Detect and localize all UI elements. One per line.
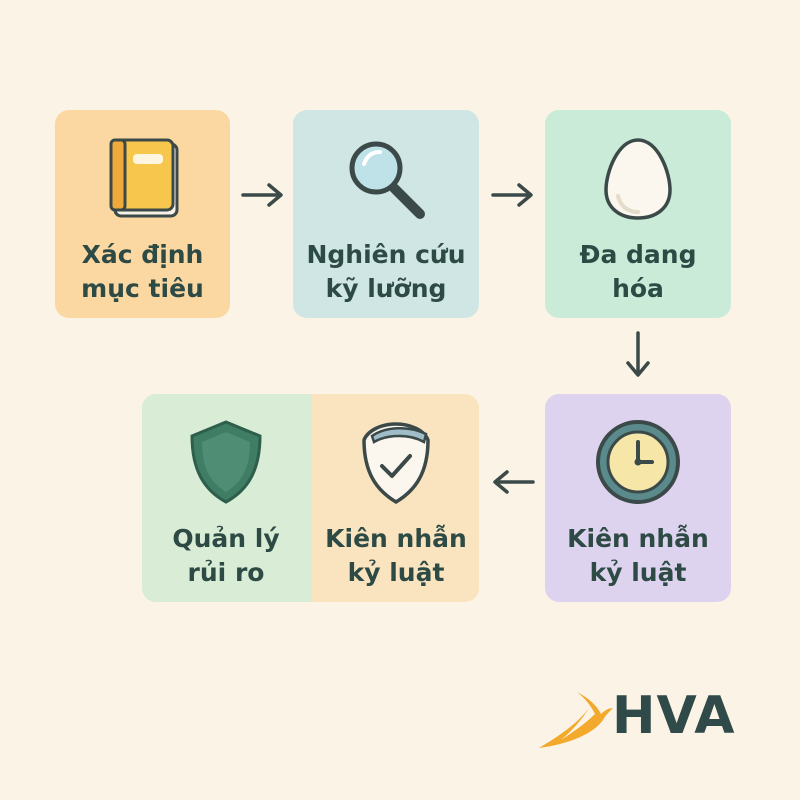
step-card-patience-discipline: Kiên nhẫn kỷ luật (545, 394, 731, 602)
step-label: Kiên nhẫn kỷ luật (325, 524, 467, 587)
sub-card-patience-discipline: Kiên nhẫn kỷ luật (312, 394, 479, 602)
step-label: Quản lý rủi ro (172, 524, 280, 587)
arrow-right-icon (491, 183, 533, 207)
book-icon (109, 138, 178, 218)
brand-name: HVA (612, 686, 736, 746)
step-card-diversify: Đa dang hóa (545, 110, 731, 318)
step-label: Nghiên cứu kỹ lưỡng (306, 240, 466, 303)
bird-logo-icon (539, 692, 613, 748)
sub-card-risk-management: Quản lý rủi ro (142, 394, 310, 602)
shield-icon (190, 420, 262, 504)
shield-check-icon (362, 422, 430, 505)
step-card-risk-and-discipline: Quản lý rủi ro Kiên nhẫn kỷ luật (142, 394, 479, 602)
arrow-down-icon (626, 331, 650, 377)
egg-icon (604, 138, 672, 220)
clock-icon (596, 420, 680, 504)
arrow-left-icon (493, 470, 535, 494)
arrow-right-icon (241, 183, 283, 207)
magnifier-icon (349, 141, 425, 219)
step-label: Kiên nhẫn kỷ luật (567, 524, 709, 587)
step-label: Xác định mục tiêu (81, 240, 204, 303)
step-label: Đa dang hóa (579, 240, 697, 303)
step-card-define-goals: Xác định mục tiêu (55, 110, 230, 318)
step-card-research: Nghiên cứu kỹ lưỡng (293, 110, 479, 318)
